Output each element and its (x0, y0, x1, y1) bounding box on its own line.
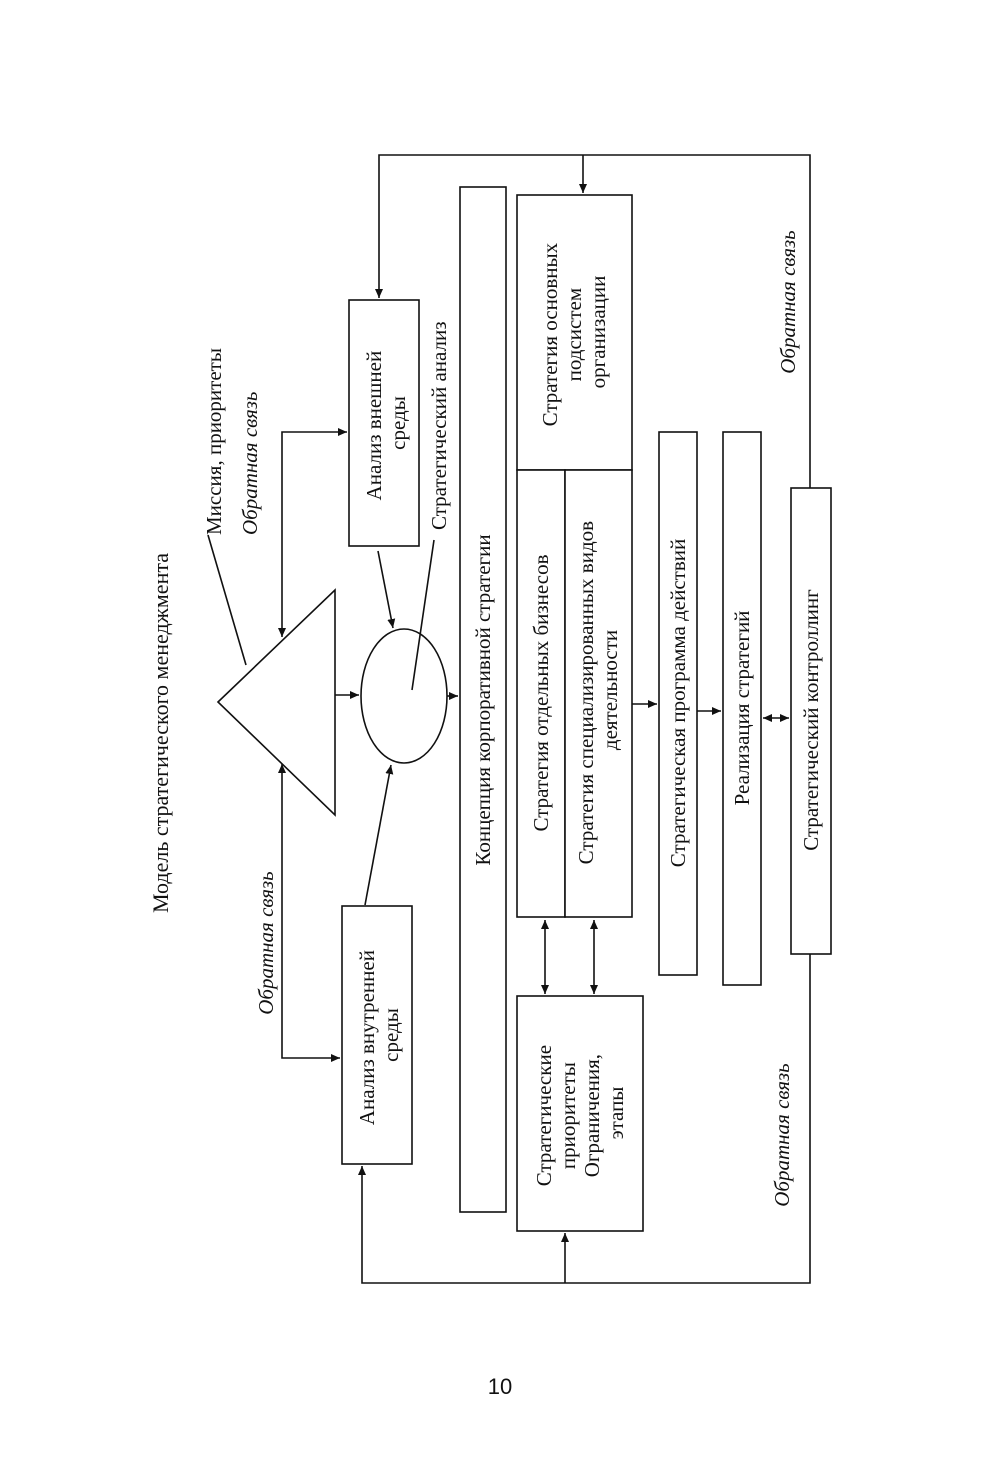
external-environment-box (348, 299, 420, 547)
strategic-analysis-ellipse (360, 628, 448, 764)
feedback-label-right-top: Обратная связь (776, 230, 800, 374)
implementation-text: Реализация стратегий (730, 611, 754, 806)
feedback-label-top-left: Обратная связь (238, 392, 262, 536)
strategic-analysis-label: Стратегический анализ (427, 321, 451, 530)
corporate-strategy-text: Концепция корпоративной стратегии (471, 534, 495, 865)
diagram-title: Модель стратегического менеджмента (148, 553, 173, 913)
subsystems-strategy-box (516, 194, 633, 471)
action-program-box (658, 431, 698, 976)
page-number: 10 (488, 1374, 512, 1399)
specialized-strategy-box (564, 469, 633, 918)
subsystems-strategy-text: Стратегия основных подсистем организации (538, 238, 610, 427)
connectors (207, 154, 811, 1284)
external-environment-text: Анализ внешней среды (362, 346, 410, 501)
mission-label: Миссия, приоритеты (202, 348, 226, 535)
business-strategy-box (516, 469, 566, 918)
priorities-box (516, 995, 644, 1232)
controlling-box (790, 487, 832, 955)
action-program-text: Стратегическая программа действий (666, 539, 690, 867)
business-strategy-text: Стратегия отдельных бизнесов (529, 554, 553, 831)
specialized-strategy-text: Стратегия специализированных видов деяте… (574, 516, 622, 865)
mission-triangle (216, 588, 336, 817)
feedback-label-right-bottom: Обратная связь (770, 1063, 794, 1207)
internal-environment-text: Анализ внутренней среды (355, 945, 403, 1125)
internal-environment-box (341, 905, 413, 1165)
implementation-box (722, 431, 762, 986)
priorities-text: Стратегические приоритеты Ограничения, э… (532, 1040, 628, 1187)
corporate-strategy-box (459, 186, 507, 1213)
feedback-label-bottom-left: Обратная связь (254, 871, 278, 1015)
controlling-text: Стратегический контроллинг (799, 589, 823, 851)
